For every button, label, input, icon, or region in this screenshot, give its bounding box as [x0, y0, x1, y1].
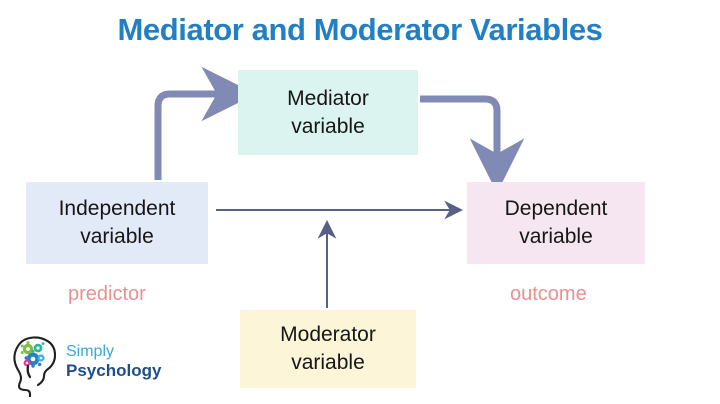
box-independent-line2: variable — [80, 225, 154, 248]
box-mediator-variable: Mediator variable — [238, 70, 418, 155]
logo-brand-line2: Psychology — [66, 361, 162, 380]
box-mediator-line1: Mediator — [287, 86, 369, 110]
caption-predictor: predictor — [68, 283, 146, 305]
simply-psychology-logo: Simply Psychology — [8, 333, 168, 401]
logo-brand-line1: Simply — [66, 343, 115, 360]
box-mediator-line2: variable — [291, 114, 365, 138]
head-with-gears-icon — [13, 336, 57, 397]
box-moderator-variable: Moderator variable — [240, 310, 416, 388]
box-moderator-line2: variable — [291, 351, 365, 374]
box-dependent-line2: variable — [519, 225, 593, 248]
box-moderator-line1: Moderator — [280, 323, 376, 347]
arrow-independent-to-mediator — [154, 66, 257, 180]
arrow-mediator-to-dependent — [420, 95, 525, 194]
box-independent-variable: Independent variable — [26, 182, 208, 264]
caption-outcome: outcome — [510, 283, 587, 305]
box-dependent-line1: Dependent — [504, 197, 608, 221]
page-title: Mediator and Moderator Variables — [117, 12, 603, 47]
box-dependent-variable: Dependent variable — [467, 182, 645, 264]
box-independent-line1: Independent — [58, 197, 176, 221]
gear-cluster-icon — [20, 341, 45, 368]
